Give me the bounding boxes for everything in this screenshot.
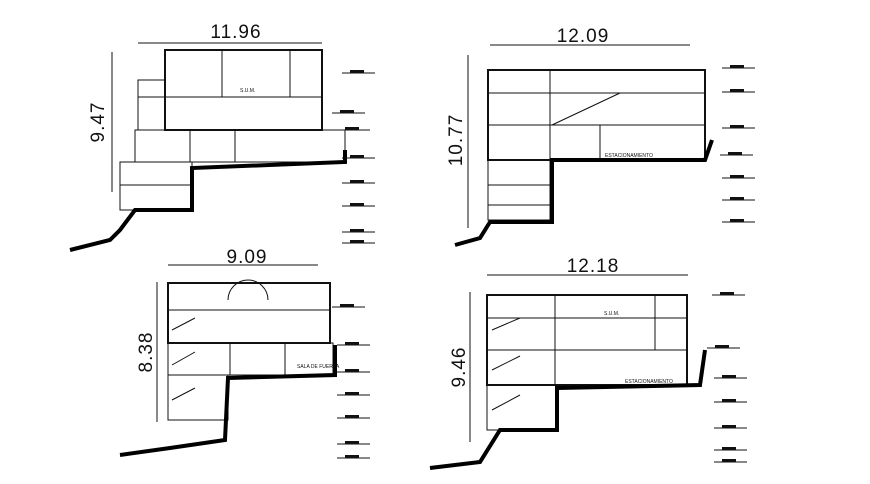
level-marker (345, 441, 359, 444)
level-marker (345, 415, 359, 418)
level-marker (345, 455, 359, 458)
height-dimension: 8.38 (136, 332, 157, 373)
height-dimension: 9.47 (88, 102, 109, 143)
width-dimension: 12.18 (567, 256, 620, 277)
level-marker (350, 240, 364, 243)
level-marker (350, 229, 364, 232)
room-label: ESTACIONAMIENTO (605, 153, 653, 159)
level-marker (722, 425, 736, 428)
level-marker (730, 65, 744, 68)
level-marker (730, 89, 744, 92)
height-dimension: 10.77 (446, 114, 467, 167)
level-marker (730, 125, 744, 128)
section-3: 9.09 8.38 SALA DE FUERZA (119, 247, 340, 457)
room-label: ESTACIONAMIENTO (625, 379, 673, 385)
level-marker (722, 447, 736, 450)
level-marker (345, 392, 359, 395)
level-marker (350, 203, 364, 206)
level-marker (728, 152, 742, 155)
section-4: 12.18 9.46 S.U.M. ESTACIONAMIENTO (429, 256, 707, 470)
room-label: SALA DE FUERZA (297, 364, 340, 370)
height-dimension: 9.46 (449, 347, 470, 388)
level-marker (730, 175, 744, 178)
width-dimension: 11.96 (210, 22, 261, 43)
level-marker (340, 110, 354, 113)
level-marker (730, 219, 744, 222)
section-2: 12.09 10.77 ESTACIONAMIENTO (446, 26, 714, 247)
section-1: 11.96 9.47 S.U.M. (69, 22, 347, 252)
level-marker (730, 197, 744, 200)
level-marker (345, 342, 359, 345)
level-marker (340, 304, 354, 307)
level-marker (345, 127, 359, 130)
room-label: S.U.M. (604, 311, 619, 317)
level-marker (720, 292, 734, 295)
level-marker (722, 459, 736, 462)
level-markers (332, 65, 755, 463)
width-dimension: 12.09 (557, 26, 610, 47)
width-dimension: 9.09 (227, 247, 268, 268)
level-marker (345, 369, 359, 372)
level-marker (350, 70, 364, 73)
level-marker (715, 345, 729, 348)
level-marker (350, 180, 364, 183)
level-marker (350, 155, 364, 158)
level-marker (722, 375, 736, 378)
level-marker (722, 399, 736, 402)
room-label: S.U.M. (240, 88, 255, 94)
